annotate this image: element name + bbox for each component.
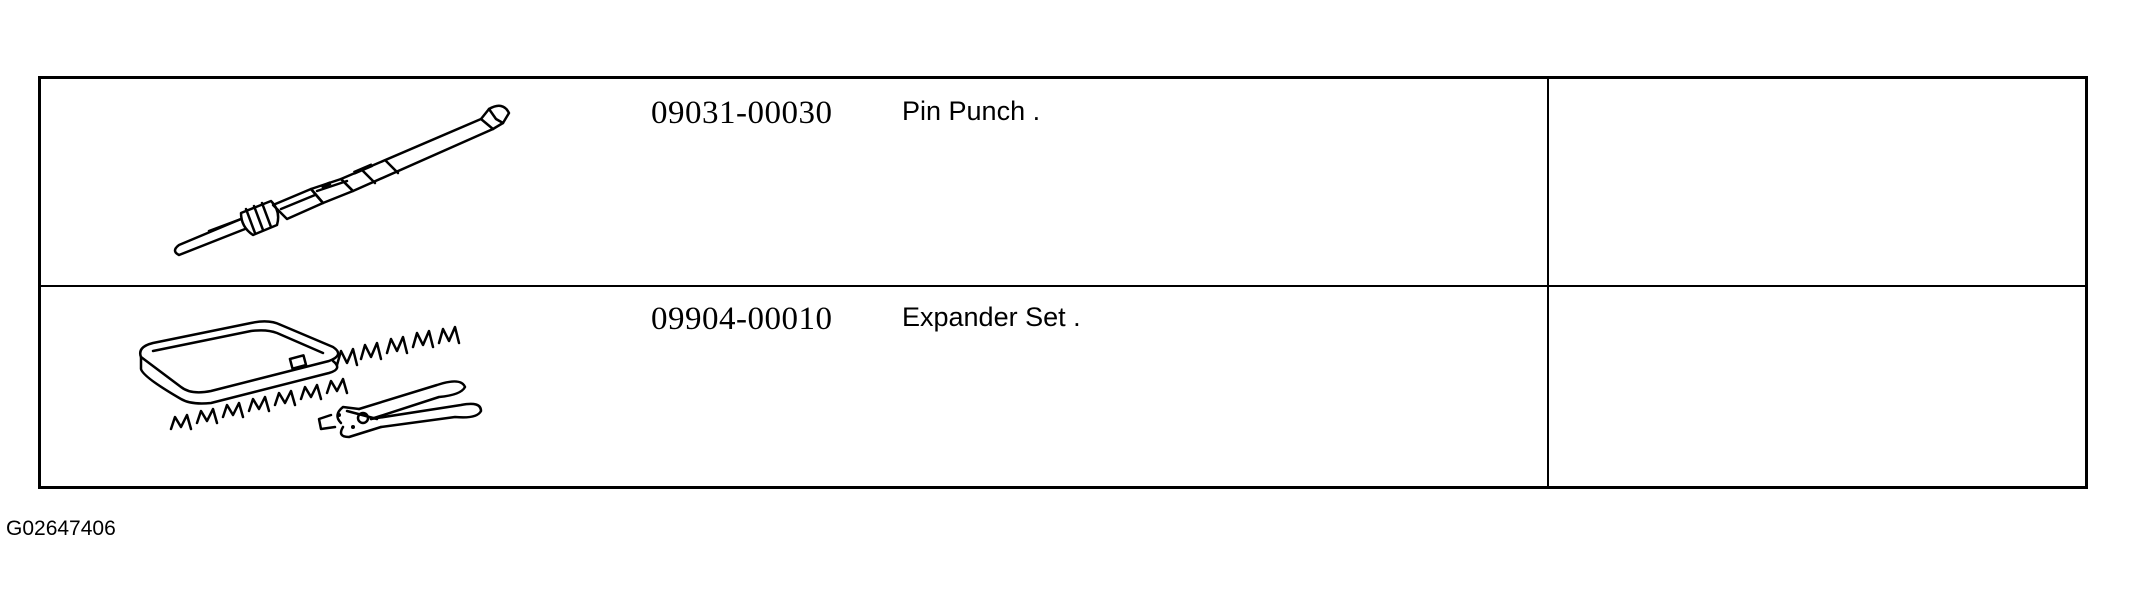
part-number: 09904-00010: [651, 301, 833, 337]
tool-row: 09031-00030 Pin Punch .: [41, 79, 2085, 287]
tool-name: Pin Punch .: [902, 96, 1041, 126]
tool-row: 09904-00010 Expander Set .: [41, 287, 2085, 486]
special-tools-table: 09031-00030 Pin Punch .: [38, 76, 2088, 489]
tool-name: Expander Set .: [902, 302, 1081, 332]
expander-set-icon: [139, 320, 483, 439]
figure-code: G02647406: [6, 517, 116, 540]
column-divider: [1547, 79, 1549, 486]
part-number: 09031-00030: [651, 95, 833, 131]
pin-punch-icon: [173, 104, 511, 257]
